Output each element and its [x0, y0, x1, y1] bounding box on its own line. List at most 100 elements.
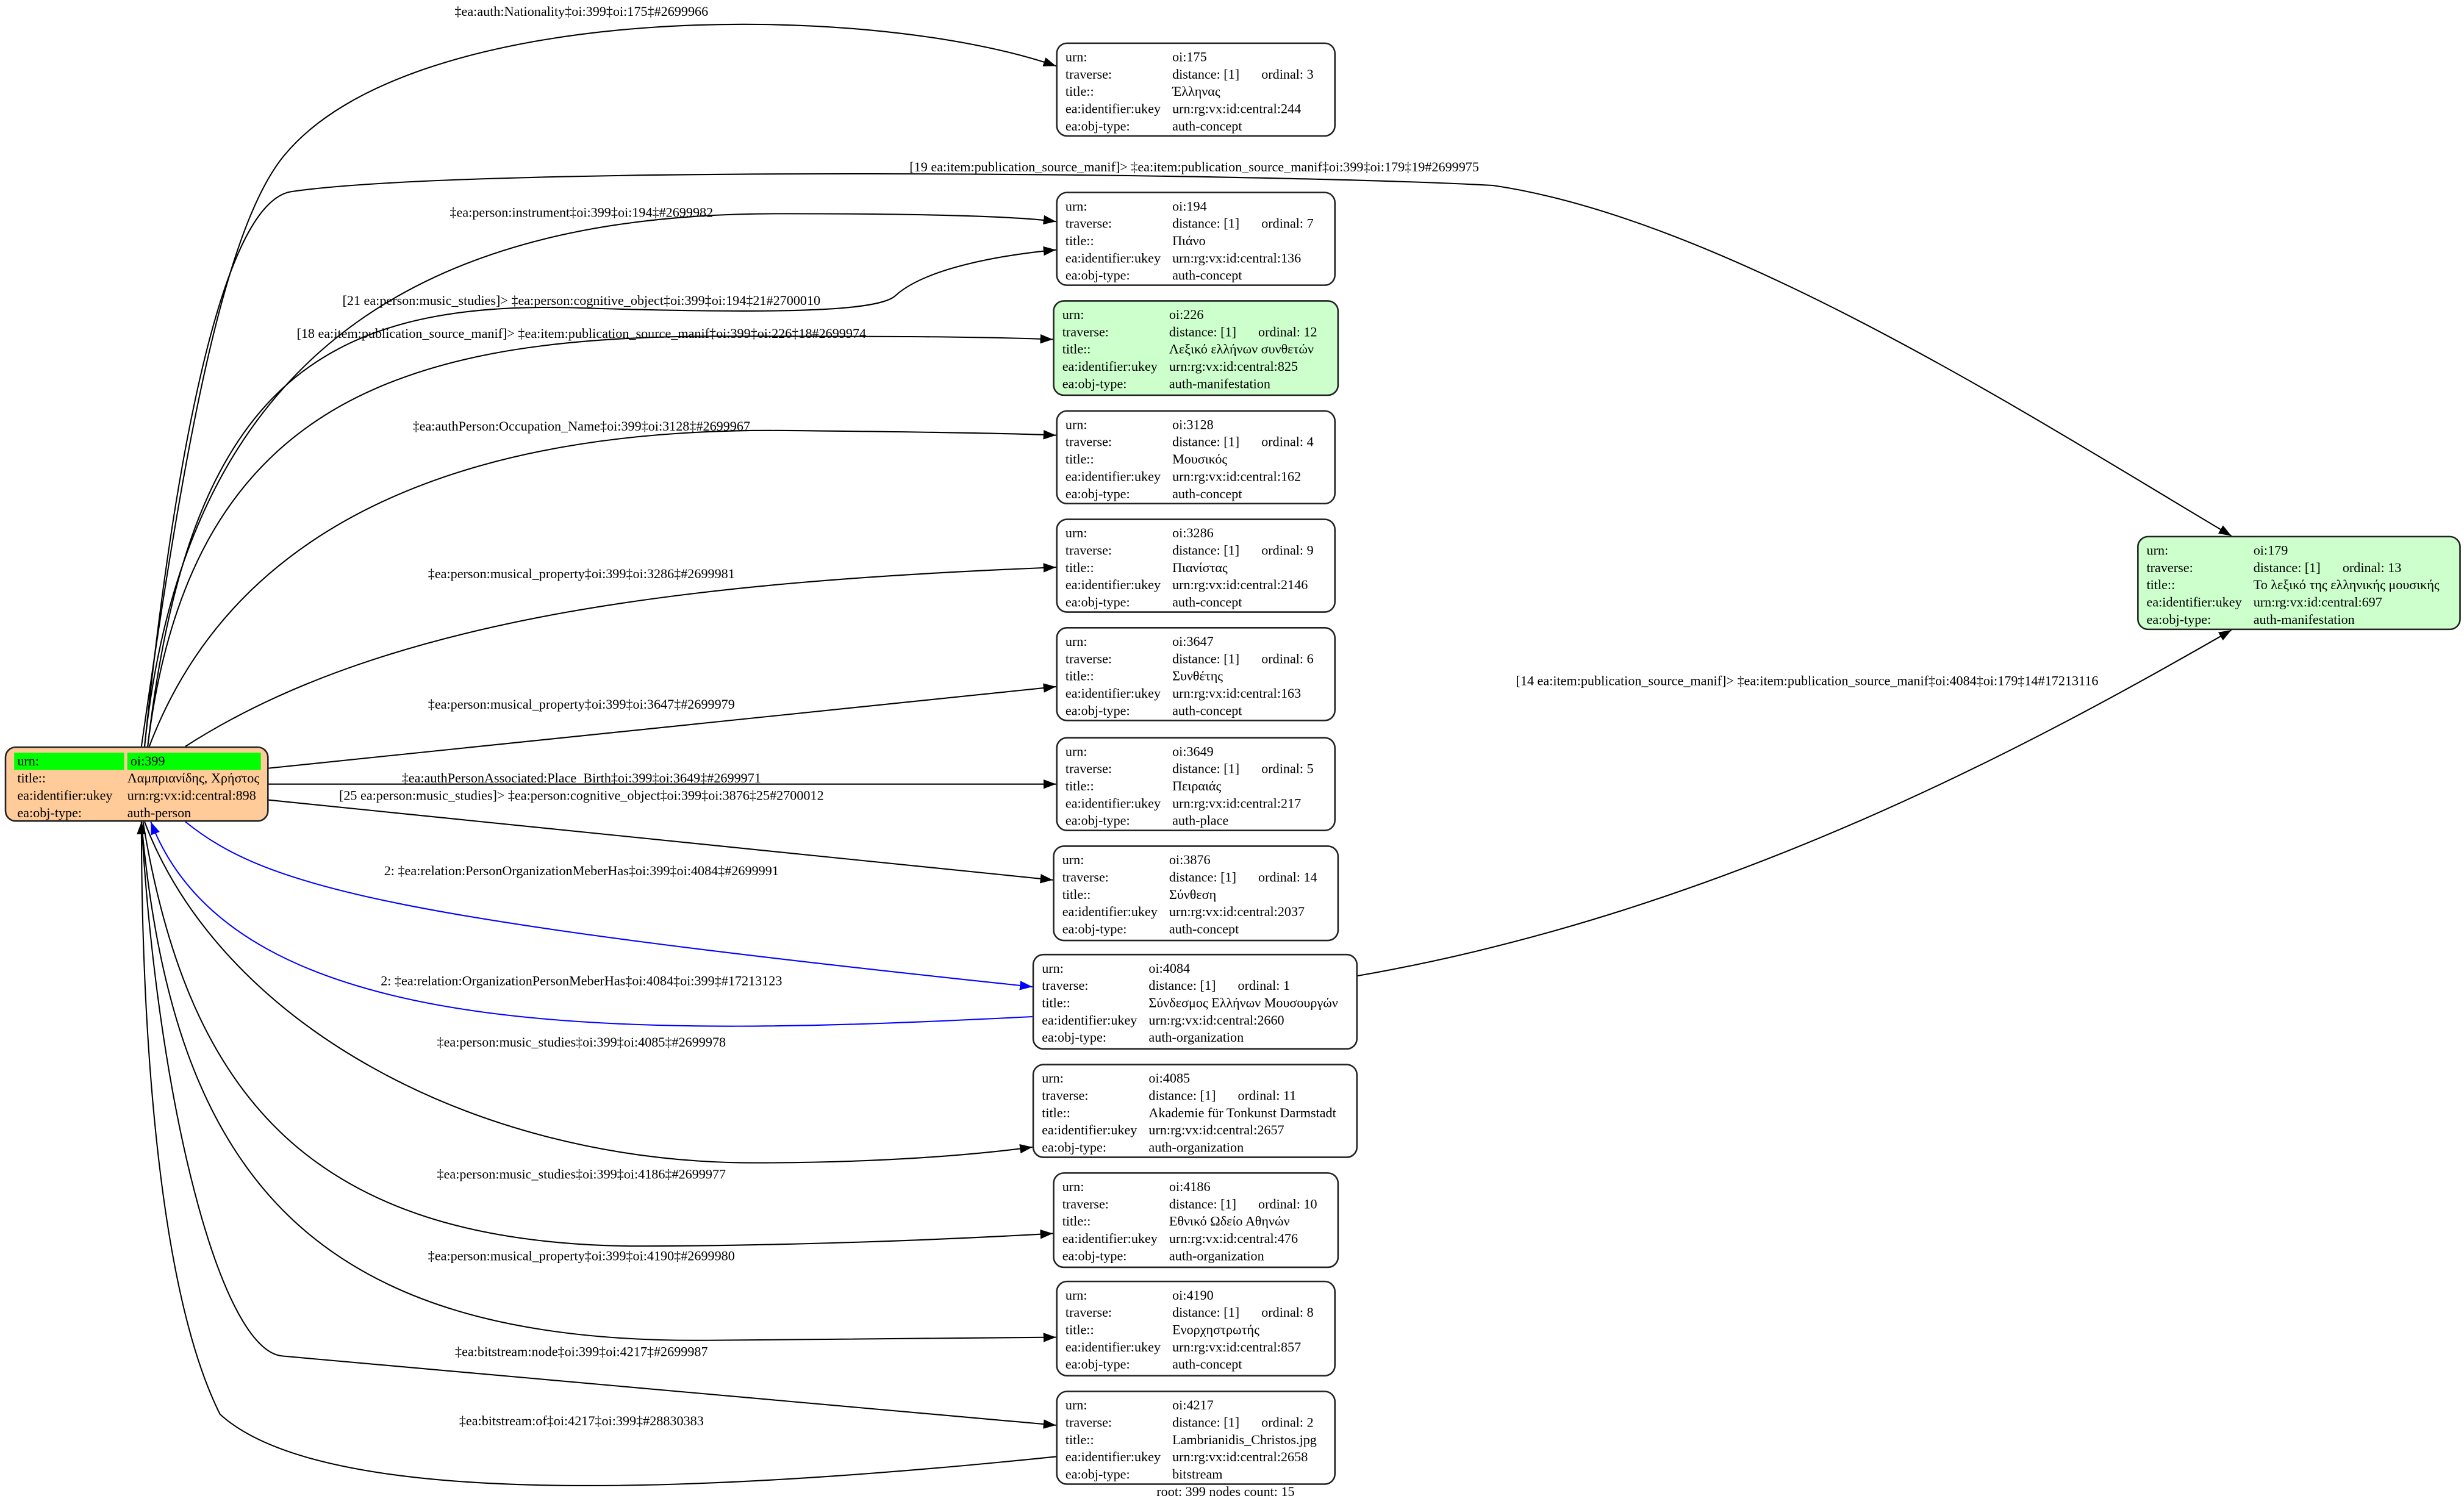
field-label: ea:obj-type:: [2146, 610, 2212, 626]
field-label: urn:: [1042, 960, 1064, 976]
edge-line: [142, 822, 1053, 1247]
node-row-obj_type: ea:obj-type: auth-manifestation: [2146, 610, 2452, 628]
node-urn: oi:4085: [1148, 1070, 1191, 1086]
edge-label: ‡ea:person:musical_property‡oi:399‡oi:36…: [428, 696, 735, 712]
node-row-title: title::Εθνικό Ωδείο Αθηνών: [1062, 1212, 1331, 1230]
field-label: ea:obj-type:: [1065, 1355, 1130, 1372]
node-row-urn: urn:oi:3647: [1065, 633, 1328, 650]
node-obj-type: auth-manifestation: [2253, 610, 2355, 626]
node-row-traverse: traverse:distance: [1]ordinal: 7: [1065, 215, 1328, 232]
node-ordinal: ordinal: 9: [1261, 542, 1314, 558]
field-label: ea:obj-type:: [1062, 374, 1127, 391]
node-urn: oi:3286: [1172, 524, 1214, 541]
node-traverse: distance: [1]ordinal: 13: [2254, 559, 2453, 576]
field-label: title::: [1062, 1212, 1091, 1229]
field-label: ea:obj-type:: [1065, 811, 1130, 828]
field-label: traverse:: [1065, 650, 1112, 667]
edge-label: ‡ea:auth:Nationality‡oi:399‡oi:175‡#2699…: [454, 3, 709, 19]
node-row-title: title::Λεξικό ελλήνων συνθετών: [1062, 341, 1331, 358]
node-row-urn: urn:oi:226: [1062, 306, 1331, 323]
node-ukey: urn:rg:vx:id:central:136: [1172, 249, 1302, 265]
node-row-obj_type: ea:obj-type:auth-organization: [1042, 1139, 1350, 1156]
edge-label: ‡ea:authPerson:Occupation_Name‡oi:399‡oi…: [412, 418, 751, 434]
node-urn: oi:226: [1169, 306, 1204, 323]
node-row-traverse: traverse:distance: [1]ordinal: 13: [2146, 559, 2452, 576]
field-label: title::: [1062, 886, 1091, 902]
node-row-urn: urn:oi:4190: [1065, 1287, 1328, 1304]
field-label: title::: [1065, 559, 1094, 575]
node-row-traverse: traverse: distance: [1]ordinal: 6: [1065, 650, 1328, 667]
node-ordinal: ordinal: 5: [1261, 760, 1314, 776]
node-obj-type: auth-concept: [1169, 920, 1239, 936]
node-ordinal: ordinal: 14: [1258, 868, 1317, 885]
node-traverse: distance: [1]ordinal: 6: [1172, 650, 1328, 667]
edge-line: [147, 334, 1053, 746]
field-label: urn:: [2146, 542, 2169, 558]
edge-label: ‡ea:authPersonAssociated:Place_Birth‡oi:…: [401, 770, 761, 786]
field-label: ea:identifier:ukey: [1065, 467, 1161, 484]
edge-line: [144, 173, 2232, 746]
node-row-obj_type: ea:obj-type:auth-concept: [1065, 593, 1328, 610]
node-row-urn: urn:oi:194: [1065, 198, 1328, 215]
node-row-obj_type: ea:obj-type:auth-concept: [1065, 485, 1328, 502]
node-obj-type: auth-organization: [1148, 1028, 1244, 1045]
node-traverse: distance: [1]ordinal: 2: [1172, 1414, 1328, 1431]
node-traverse: distance: [1]ordinal: 4: [1172, 434, 1328, 451]
field-label: ea:identifier:ukey: [1062, 357, 1158, 374]
field-label: urn:: [1062, 1178, 1084, 1195]
edge-label: [21 ea:person:music_studies]> ‡ea:person…: [342, 292, 821, 308]
edge-label: [18 ea:item:publication_source_manif]> ‡…: [296, 325, 867, 342]
root-node[interactable]: urn:oi:399 title::Λαμπριανίδης, Χρήστος …: [4, 746, 269, 822]
field-label: title::: [1042, 994, 1070, 1011]
node-urn: oi:179: [2253, 542, 2288, 558]
node-row-traverse: traverse:distance: [1]ordinal: 14: [1062, 869, 1331, 886]
node-ordinal: ordinal: 13: [2342, 559, 2402, 575]
node-row-urn: urn: oi:179: [2146, 542, 2452, 559]
field-label: traverse:: [1065, 215, 1112, 231]
node-ukey: urn:rg:vx:id:central:857: [1172, 1338, 1302, 1355]
node-ukey: urn:rg:vx:id:central:825: [1169, 357, 1298, 374]
node-row-title: title::Πιανίστας: [1065, 559, 1328, 576]
node-row-title: title::Πειραιάς: [1065, 778, 1328, 795]
node-obj-type: auth-concept: [1172, 485, 1242, 501]
edge-label: 2: ‡ea:relation:OrganizationPersonMeberH…: [381, 972, 783, 989]
node-ordinal: ordinal: 11: [1237, 1087, 1297, 1103]
node-ukey: urn:rg:vx:id:central:476: [1169, 1230, 1298, 1246]
root-urn-row: urn:oi:399: [14, 753, 261, 770]
node-title: Εθνικό Ωδείο Αθηνών: [1169, 1212, 1290, 1229]
edge-label: 2: ‡ea:relation:PersonOrganizationMeberH…: [384, 862, 779, 879]
field-label: urn:: [1065, 1397, 1087, 1413]
node-ordinal: ordinal: 10: [1258, 1195, 1317, 1212]
node-obj-type: auth-manifestation: [1169, 374, 1270, 391]
node-row-traverse: traverse:distance: [1]ordinal: 2: [1065, 1414, 1328, 1431]
node-obj-type: auth-concept: [1172, 701, 1242, 718]
node-obj-type: auth-concept: [1172, 117, 1242, 133]
field-label: ea:obj-type:: [1065, 593, 1130, 609]
node-row-title: title::Σύνθεση: [1062, 886, 1331, 903]
node-title: Σύνθεση: [1169, 886, 1217, 902]
field-label: traverse:: [1065, 1304, 1112, 1320]
node-distance: distance: [1]: [1172, 542, 1240, 558]
edge-line: [185, 821, 1033, 990]
